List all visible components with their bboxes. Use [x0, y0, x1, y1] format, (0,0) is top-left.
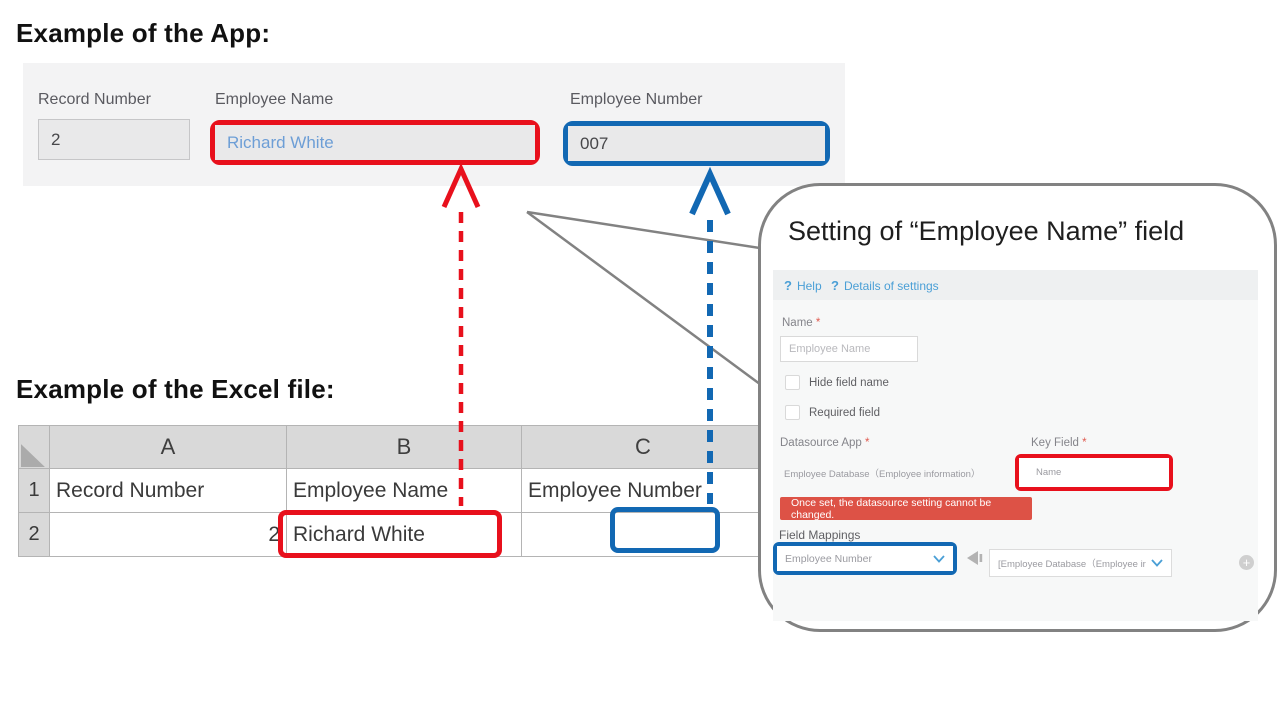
app-example-heading: Example of the App: [16, 18, 271, 48]
datasource-warning-banner: Once set, the datasource setting cannot … [780, 497, 1032, 521]
datasource-app-value: Employee Database（Employee information） [784, 469, 981, 480]
row-header-2[interactable]: 2 [18, 512, 50, 557]
record-number-field[interactable]: 2 [38, 119, 190, 160]
cell-a1[interactable]: Record Number [49, 468, 287, 513]
excel-employee-name-highlight-box [278, 510, 502, 558]
employee-number-field[interactable]: 007 [568, 126, 825, 161]
details-help-icon: ? [831, 278, 839, 293]
add-mapping-button[interactable]: + [1239, 555, 1254, 570]
employee-number-arrowhead-icon [689, 166, 731, 216]
employee-number-label: Employee Number [570, 91, 703, 108]
chevron-down-icon [933, 554, 945, 563]
record-number-label: Record Number [38, 91, 151, 108]
excel-employee-number-highlight-box [610, 507, 720, 553]
hide-field-name-label: Hide field name [809, 377, 889, 389]
cell-a2[interactable]: 2 [49, 512, 287, 557]
employee-number-highlight-box: 007 [563, 121, 830, 166]
required-asterisk: * [1082, 437, 1087, 449]
callout-tail-upper-line [526, 210, 767, 251]
help-link-label: Help [796, 278, 822, 293]
cell-c1[interactable]: Employee Number [521, 468, 765, 513]
field-settings-panel: ? Help ? Details of settings Name * Hide… [773, 270, 1258, 621]
column-header-a[interactable]: A [49, 425, 287, 469]
employee-name-field[interactable]: Richard White [215, 125, 535, 160]
map-left-arrow-icon [967, 551, 983, 565]
callout-title: Setting of “Employee Name” field [788, 216, 1185, 246]
column-header-c[interactable]: C [521, 425, 765, 469]
help-link[interactable]: ? Help [784, 278, 822, 293]
select-all-cell[interactable] [18, 425, 50, 469]
cell-b2[interactable]: Richard White [286, 512, 522, 557]
employee-name-arrowhead-icon [441, 162, 481, 209]
name-input[interactable] [780, 336, 918, 362]
chevron-down-icon [1151, 559, 1163, 567]
field-mappings-label: Field Mappings [779, 528, 861, 542]
help-bar: ? Help ? Details of settings [773, 270, 1258, 300]
mapping-app-field-dropdown[interactable]: Employee Number [777, 546, 953, 571]
employee-name-label: Employee Name [215, 91, 334, 108]
required-field-label: Required field [809, 407, 880, 419]
details-link-label: Details of settings [843, 278, 939, 293]
excel-example-heading: Example of the Excel file: [16, 374, 335, 404]
callout-bubble: Setting of “Employee Name” field ? Help … [758, 183, 1277, 632]
app-form-panel: Record Number 2 Employee Name Richard Wh… [23, 63, 845, 186]
mapping-app-field-highlight-box: Employee Number [773, 542, 957, 575]
table-row: 1 Record Number Employee Name Employee N… [18, 468, 765, 513]
hide-field-name-checkbox[interactable] [785, 375, 800, 390]
mapping-source-field-dropdown[interactable]: [Employee Database（Employee ir [989, 549, 1172, 577]
excel-table: A B C 1 Record Number Employee Name Empl… [18, 425, 765, 557]
column-header-b[interactable]: B [286, 425, 522, 469]
employee-name-highlight-box: Richard White [210, 120, 540, 165]
cell-b1[interactable]: Employee Name [286, 468, 522, 513]
details-of-settings-link[interactable]: ? Details of settings [831, 278, 939, 293]
name-field-label: Name * [782, 317, 821, 329]
key-field-label: Key Field * [1031, 437, 1087, 449]
mapping-app-field-value: Employee Number [785, 552, 872, 565]
table-row: 2 2 Richard White [18, 512, 765, 557]
mapping-source-field-value: [Employee Database（Employee ir [998, 559, 1146, 570]
required-field-checkbox[interactable] [785, 405, 800, 420]
required-asterisk: * [865, 437, 870, 449]
callout-tail-lower-line [526, 210, 773, 395]
datasource-app-label: Datasource App * [780, 437, 870, 449]
key-field-value[interactable]: Name [1019, 458, 1169, 487]
required-asterisk: * [815, 317, 821, 329]
help-icon: ? [784, 278, 792, 293]
key-field-highlight-box: Name [1015, 454, 1173, 491]
